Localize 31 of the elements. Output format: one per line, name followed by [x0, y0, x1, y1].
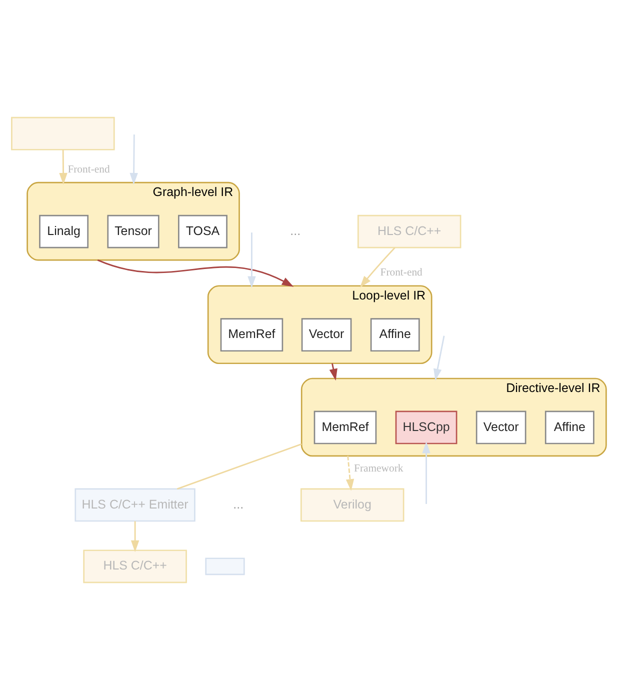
node-box: Vector: [476, 410, 526, 444]
node-box: [11, 116, 115, 150]
arrow: [130, 134, 138, 185]
arrow: [346, 456, 354, 491]
node-box: HLSCpp: [395, 410, 458, 444]
arrow: [360, 247, 396, 288]
node-box: Affine: [370, 318, 420, 352]
node-box: TOSA: [178, 214, 228, 248]
node-box: Vector: [301, 318, 352, 352]
node-box: Linalg: [39, 214, 89, 248]
node-box: [205, 558, 245, 576]
node-box: HLS C/C++: [83, 550, 187, 584]
label: ...: [233, 497, 244, 512]
edge-label: Front-end: [380, 266, 422, 279]
arrow: [59, 150, 68, 185]
label: ...: [290, 224, 301, 238]
node-box: MemRef: [220, 318, 284, 352]
arrow: [434, 336, 445, 381]
node-box: Verilog: [300, 488, 404, 522]
connector: [176, 443, 302, 490]
edge-label: Front-end: [68, 163, 110, 176]
node-box: Affine: [544, 410, 594, 444]
arrow: [422, 442, 430, 504]
edge-label: Framework: [354, 462, 404, 475]
arrow: [248, 232, 256, 288]
arrow: [97, 259, 294, 287]
node-box: MemRef: [314, 410, 377, 444]
node-box: HLS C/C++: [357, 214, 462, 248]
arrow: [130, 521, 140, 552]
node-box: HLS C/C++ Emitter: [74, 488, 196, 522]
node-box: Tensor: [107, 214, 160, 248]
